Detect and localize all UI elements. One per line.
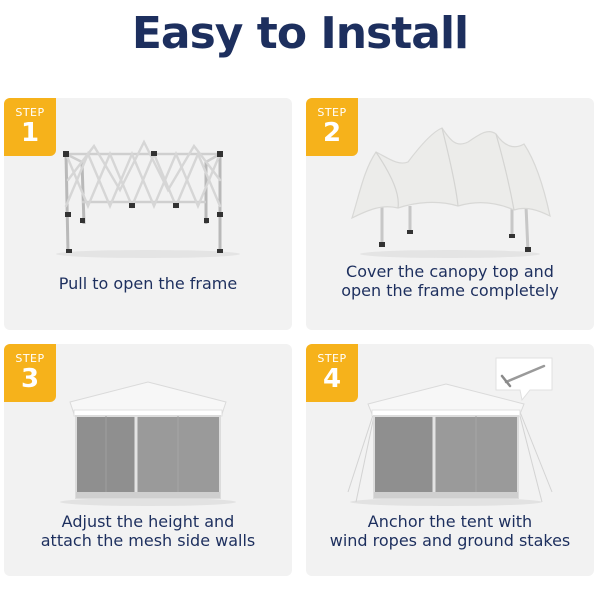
step-number: 1: [20, 118, 40, 148]
page-title: Easy to Install: [131, 8, 469, 59]
step-number: 2: [322, 118, 342, 148]
step-badge-2: STEP 2: [306, 98, 358, 156]
step-badge-4: STEP 4: [306, 344, 358, 402]
step-caption-1: Pull to open the frame: [4, 274, 292, 293]
step-label: STEP: [317, 352, 347, 365]
step-number: 4: [322, 364, 342, 394]
canopy-cover-icon: [351, 127, 551, 258]
step-badge-3: STEP 3: [4, 344, 56, 402]
folding-frame-icon: [56, 139, 240, 258]
step-label: STEP: [317, 106, 347, 119]
caption-line: open the frame completely: [341, 281, 559, 300]
step-card-2: STEP 2 Cover the canopy top and: [306, 98, 594, 330]
step-card-4: STEP 4: [306, 344, 594, 576]
caption-line: wind ropes and ground stakes: [329, 531, 571, 550]
step-badge-1: STEP 1: [4, 98, 56, 156]
mesh-tent-icon: [60, 381, 236, 506]
caption-line: Anchor the tent with: [367, 512, 533, 531]
caption-line: Pull to open the frame: [58, 274, 238, 293]
step-card-3: STEP 3 Adjust the height and attach the …: [4, 344, 292, 576]
ground-stake-callout: [495, 357, 553, 402]
step-number: 3: [20, 364, 40, 394]
step-label: STEP: [15, 106, 45, 119]
caption-line: Cover the canopy top and: [346, 262, 554, 281]
step-caption-3: Adjust the height and attach the mesh si…: [4, 512, 292, 550]
step-caption-4: Anchor the tent with wind ropes and grou…: [306, 512, 594, 550]
step-caption-2: Cover the canopy top and open the frame …: [306, 262, 594, 300]
caption-line: Adjust the height and: [61, 512, 235, 531]
anchored-tent-icon: [347, 357, 553, 506]
caption-line: attach the mesh side walls: [40, 531, 256, 550]
step-label: STEP: [15, 352, 45, 365]
step-card-1: STEP 1: [4, 98, 292, 330]
